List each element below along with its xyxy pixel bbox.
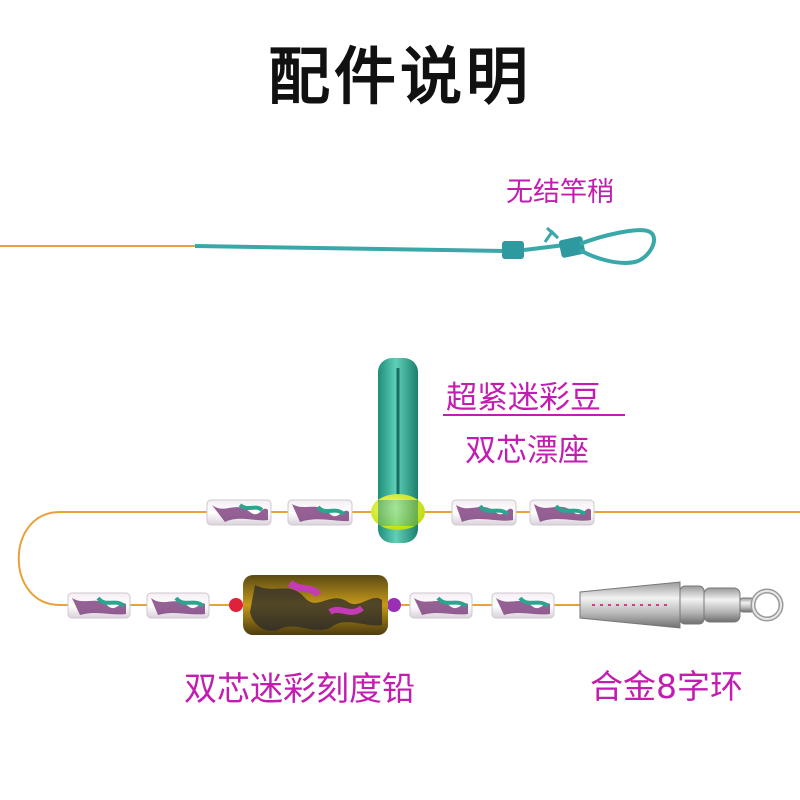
camo-bead-8 xyxy=(491,592,555,619)
camo-bead-2 xyxy=(287,499,353,526)
camo-bead-6 xyxy=(146,592,210,619)
rod-tip-label: 无结竿稍 xyxy=(506,177,614,208)
label-divider xyxy=(443,414,625,416)
page-title: 配件说明 xyxy=(267,40,532,113)
rod-tip-connector xyxy=(194,226,656,265)
bean-label: 超紧迷彩豆 xyxy=(446,380,601,416)
camo-bead-5 xyxy=(67,592,131,619)
camo-bead-7 xyxy=(409,592,473,619)
swivel-label: 合金8字环 xyxy=(590,667,743,706)
float-seat xyxy=(371,358,425,543)
float-seat-label: 双芯漂座 xyxy=(465,433,589,469)
camo-bead-1 xyxy=(206,499,272,526)
alloy-swivel xyxy=(579,581,784,629)
camo-bead-3 xyxy=(451,499,517,526)
camo-bead-4 xyxy=(529,499,595,526)
lead-label: 双芯迷彩刻度铅 xyxy=(184,669,415,708)
camo-lead-weight xyxy=(229,575,401,635)
fishing-line xyxy=(0,245,800,606)
